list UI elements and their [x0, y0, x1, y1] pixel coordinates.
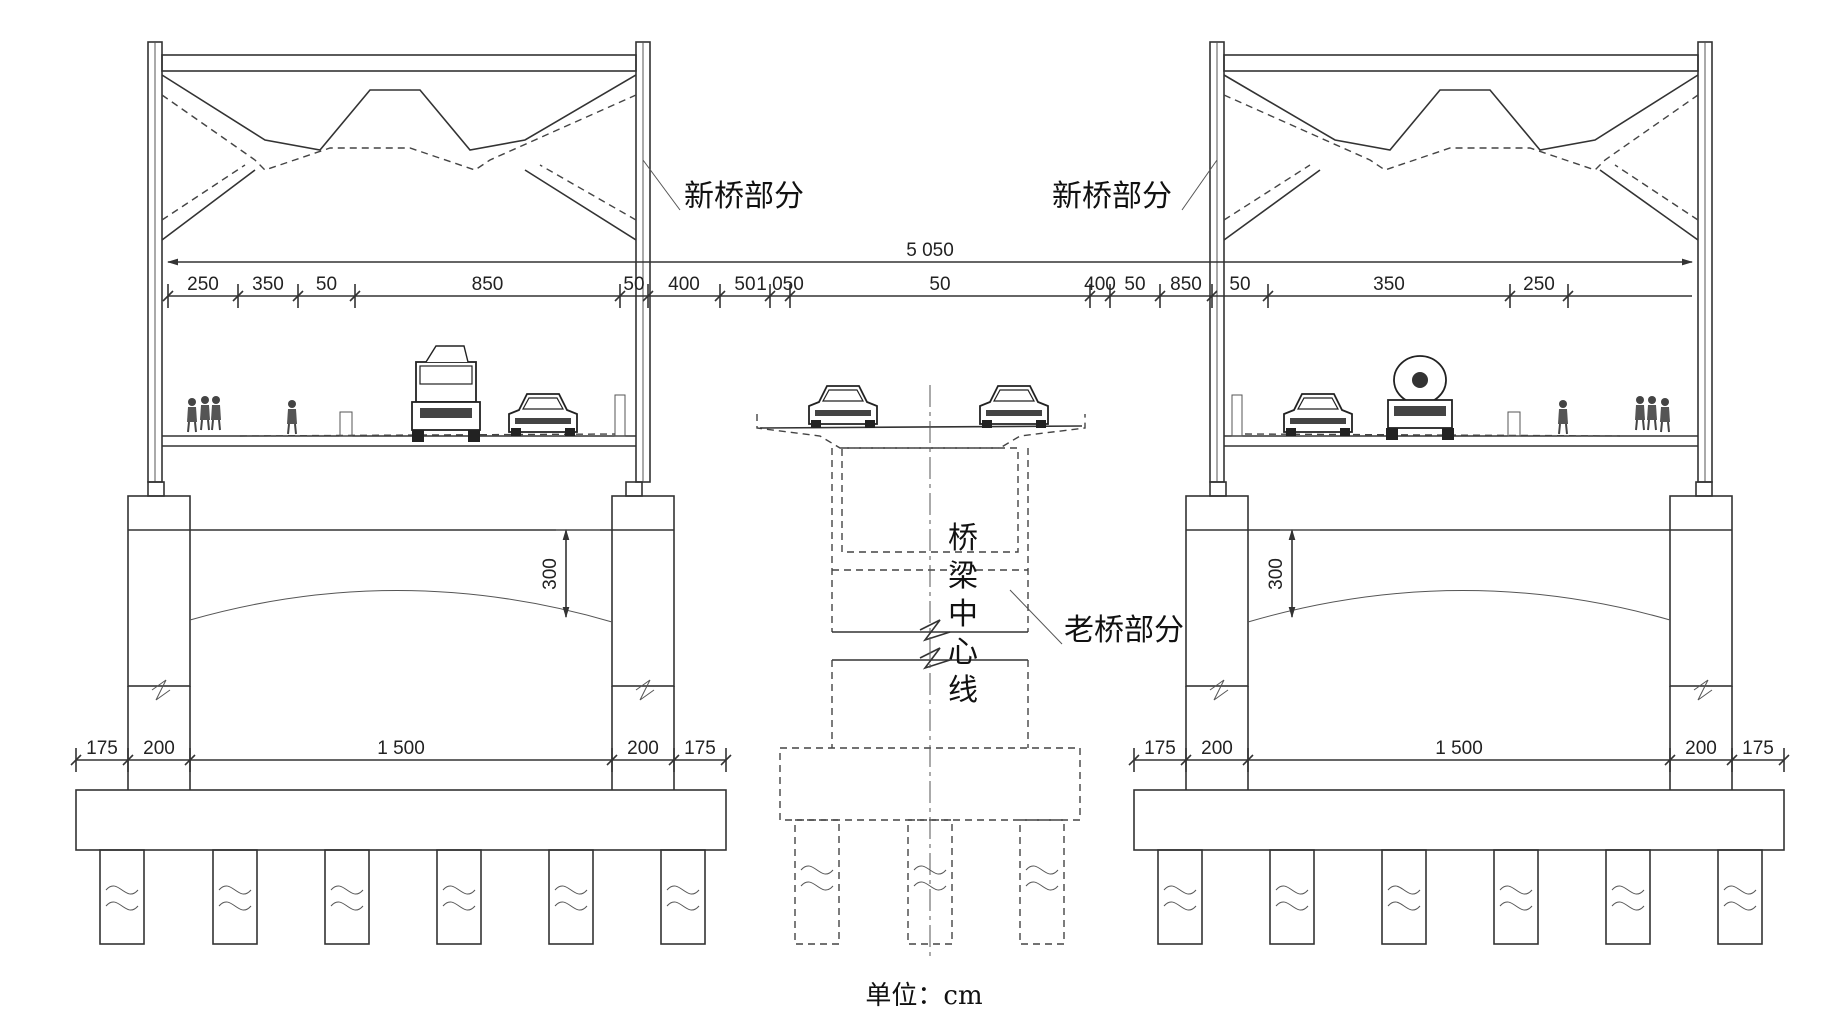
pedestrian-icon — [1634, 395, 1646, 431]
piles-right — [1157, 849, 1763, 945]
arch-rise-right-text: 300 — [1266, 558, 1287, 590]
centerline-char: 梁 — [948, 559, 978, 594]
dimension-slash — [1154, 290, 1166, 302]
dimension-label: 175 — [1742, 738, 1774, 759]
dimension-slash — [184, 754, 196, 766]
arch-rise-left-text: 300 — [540, 558, 561, 590]
dimension-label: 250 — [187, 274, 219, 295]
label-old-bridge: 老桥部分 — [1064, 613, 1184, 648]
dimension-label: 1 500 — [1435, 738, 1483, 759]
dimension-label: 50 — [929, 274, 950, 295]
piles-left — [99, 849, 706, 945]
overall-width-text: 5 050 — [906, 240, 954, 261]
dimension-slash — [1726, 754, 1738, 766]
label-new-bridge-right: 新桥部分 — [1052, 179, 1172, 214]
pedestrian-icon — [1659, 397, 1671, 433]
pedestrian-icon — [1646, 395, 1658, 431]
dimension-label: 50 — [1124, 274, 1145, 295]
dimension-label: 350 — [1373, 274, 1405, 295]
dimension-slash — [668, 754, 680, 766]
label-new-bridge-left: 新桥部分 — [684, 179, 804, 214]
dimension-slash — [232, 290, 244, 302]
dimension-label: 200 — [1201, 738, 1233, 759]
dimension-slash — [1104, 290, 1116, 302]
dimension-slash — [1262, 290, 1274, 302]
dimension-label: 400 — [1084, 274, 1116, 295]
dimension-label: 1 500 — [377, 738, 425, 759]
new-bridge-left — [147, 41, 651, 497]
dimension-label: 50 — [1229, 274, 1250, 295]
centerline-char: 心 — [948, 635, 978, 670]
car-icon — [1283, 393, 1353, 437]
dimension-slash — [1242, 754, 1254, 766]
dimension-label: 50 — [734, 274, 755, 295]
dimension-slash — [70, 754, 82, 766]
dimension-label: 175 — [684, 738, 716, 759]
dimension-slash — [1562, 290, 1574, 302]
pier-left — [75, 495, 727, 945]
dimension-slash — [1778, 754, 1790, 766]
dimension-slash — [720, 754, 732, 766]
dimension-slash — [292, 290, 304, 302]
dimension-slash — [1206, 290, 1218, 302]
dimension-label: 50 — [316, 274, 337, 295]
old-bridge — [756, 414, 1086, 945]
dimension-slash — [606, 754, 618, 766]
car-icon — [508, 393, 578, 437]
unit-label: 单位：cm — [865, 981, 982, 1011]
pier-right — [1133, 495, 1785, 945]
centerline-char: 桥 — [948, 521, 978, 556]
dimension-slash — [1128, 754, 1140, 766]
tanker-truck-icon — [1385, 355, 1455, 441]
truck-icon — [411, 345, 481, 443]
pedestrian-icon — [286, 399, 298, 435]
dimension-label: 250 — [1523, 274, 1555, 295]
centerline-char: 线 — [948, 673, 978, 708]
pier-left-dimension-chain: 175 200 1 500 200 175 — [70, 738, 732, 772]
overall-dimension: 5 050 — [166, 240, 1694, 266]
dimension-label: 350 — [252, 274, 284, 295]
dimension-label: 1 050 — [756, 274, 804, 295]
pedestrian-icon — [199, 395, 211, 431]
dimension-label: 850 — [472, 274, 504, 295]
dimension-label: 200 — [143, 738, 175, 759]
dimension-label: 50 — [623, 274, 644, 295]
dimension-slash — [784, 290, 796, 302]
dimension-slash — [1664, 754, 1676, 766]
label-centerline: 桥梁中心线 — [948, 521, 978, 708]
new-bridge-right — [1209, 41, 1713, 497]
dimension-slash — [122, 754, 134, 766]
dimension-label: 400 — [668, 274, 700, 295]
centerline-char: 中 — [948, 597, 978, 632]
dimension-label: 175 — [86, 738, 118, 759]
arch-rise-left: 300 — [540, 528, 600, 619]
dimension-slash — [162, 290, 174, 302]
dimension-slash — [614, 290, 626, 302]
arch-rise-right: 300 — [1266, 528, 1320, 619]
dimension-slash — [642, 290, 654, 302]
dimension-label: 850 — [1170, 274, 1202, 295]
dimension-slash — [1180, 754, 1192, 766]
dimension-slash — [1504, 290, 1516, 302]
pedestrian-icon — [1557, 399, 1569, 435]
dimension-label: 175 — [1144, 738, 1176, 759]
pedestrian-icon — [186, 397, 198, 433]
dimension-slash — [349, 290, 361, 302]
dimension-slash — [1084, 290, 1096, 302]
dimension-label: 200 — [627, 738, 659, 759]
car-icon — [808, 385, 878, 429]
dimension-slash — [714, 290, 726, 302]
pier-right-dimension-chain: 175 200 1 500 200 175 — [1128, 738, 1790, 772]
dimension-slash — [764, 290, 776, 302]
pedestrian-icon — [210, 395, 222, 431]
dimension-label: 200 — [1685, 738, 1717, 759]
car-icon — [979, 385, 1049, 429]
